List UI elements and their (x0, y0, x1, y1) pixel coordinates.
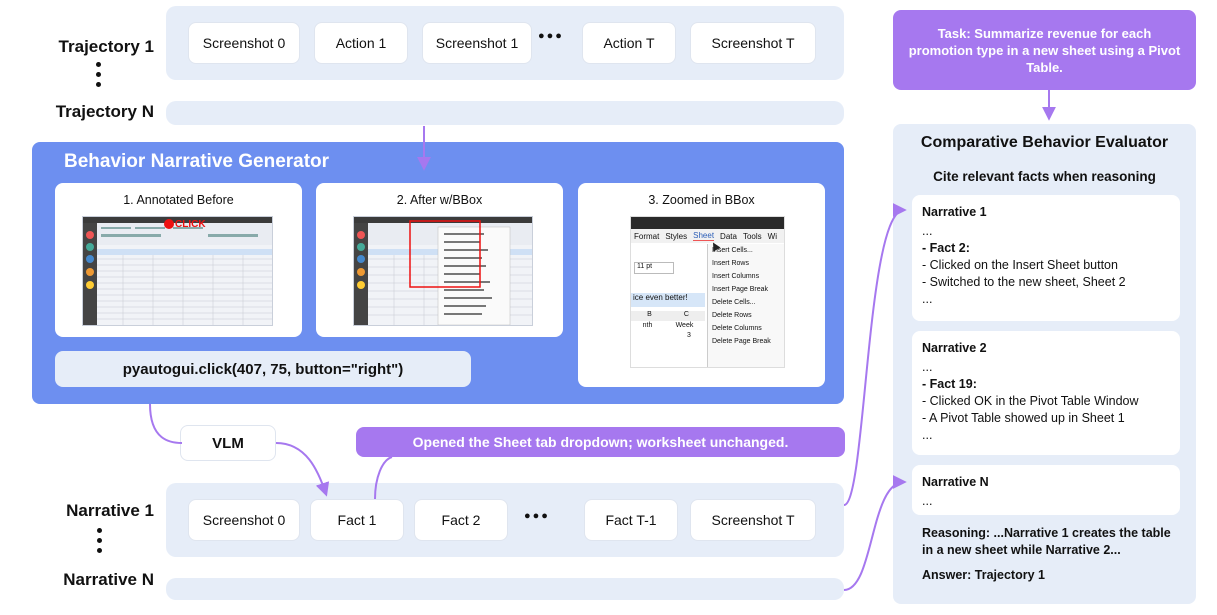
zoomed-bbox-screenshot: Format Styles Sheet Data Tools Wi 11 pt … (630, 216, 785, 368)
evaluator-narrative-2-title: Narrative 2 (922, 341, 987, 355)
trajectory-n-label: Trajectory N (55, 102, 154, 121)
evaluator-narrative-n-line1: ... (922, 494, 933, 508)
annotated-before-screenshot: CLICK (82, 216, 273, 326)
zoom-item-delete-page-break[interactable]: Delete Page Break (712, 338, 771, 345)
narrative-1-label: Narrative 1 (66, 501, 154, 520)
pyautogui-action-code: pyautogui.click(407, 75, button="right") (55, 351, 471, 387)
zoom-font-size-value: 11 pt (637, 263, 653, 270)
task-description: Task: Summarize revenue for each promoti… (893, 10, 1196, 90)
evaluator-narrative-1-line3: - Clicked on the Insert Sheet button (922, 258, 1118, 272)
zoom-menu-format[interactable]: Format (634, 231, 660, 241)
generator-to-vlm-path (149, 403, 183, 444)
evaluator-narrative-2-line4: - A Pivot Table showed up in Sheet 1 (922, 411, 1125, 425)
vlm-label: VLM (180, 425, 276, 461)
zoom-cell-week: Week (675, 322, 694, 329)
zoomed-bbox-card: 3. Zoomed in BBox Format Styles Sheet Da… (578, 183, 825, 387)
trajectory-vertical-dots (96, 62, 102, 92)
trajectory-ellipsis: ●●● (538, 30, 564, 42)
zoom-banner: ice even better! (631, 293, 705, 307)
narrative-fact-2[interactable]: Fact 2 (414, 499, 508, 541)
evaluator-narrative-2-card: Narrative 2 ... - Fact 19: - Clicked OK … (912, 331, 1180, 455)
annotated-before-caption: 1. Annotated Before (123, 193, 234, 207)
evaluator-narrative-1-line1: ... (922, 224, 933, 238)
zoom-menu-window[interactable]: Wi (767, 231, 777, 241)
zoom-menu-data[interactable]: Data (720, 231, 737, 241)
narrative-n-label: Narrative N (63, 570, 154, 589)
after-bbox-caption: 2. After w/BBox (396, 193, 483, 207)
evaluator-narrative-n-title: Narrative N (922, 475, 989, 489)
narrative-screenshot-t[interactable]: Screenshot T (690, 499, 816, 541)
after-bbox-screenshot (353, 216, 533, 326)
zoom-banner-text: ice even better! (633, 293, 688, 302)
zoomed-bbox-caption: 3. Zoomed in BBox (648, 193, 755, 207)
zoom-item-insert-cells[interactable]: Insert Cells... (712, 247, 753, 254)
evaluator-narrative-1-fact: - Fact 2: (922, 241, 970, 255)
trajectory-action-1[interactable]: Action 1 (314, 22, 408, 64)
click-annotation-label: CLICK (175, 219, 206, 230)
generator-title: Behavior Narrative Generator (64, 151, 330, 172)
zoom-item-delete-cells[interactable]: Delete Cells... (712, 299, 756, 306)
narrative-n-band (166, 578, 844, 600)
zoom-font-size-field[interactable]: 11 pt (634, 262, 674, 274)
zoom-menu-styles[interactable]: Styles (665, 231, 688, 241)
evaluator-narrative-1-line4: - Switched to the new sheet, Sheet 2 (922, 275, 1126, 289)
trajectory-screenshot-t[interactable]: Screenshot T (690, 22, 816, 64)
zoom-item-insert-rows[interactable]: Insert Rows (712, 260, 749, 267)
zoom-col-c: C (683, 311, 689, 318)
evaluator-reasoning: Reasoning: ...Narrative 1 creates the ta… (922, 526, 1171, 557)
zoom-menu-tools[interactable]: Tools (742, 231, 762, 241)
evaluator-narrative-2-line3: - Clicked OK in the Pivot Table Window (922, 394, 1139, 408)
zoom-item-delete-columns[interactable]: Delete Columns (712, 325, 762, 332)
annotated-before-card: 1. Annotated Before (55, 183, 302, 337)
narrative-vertical-dots (97, 528, 103, 558)
narrative-fact-1[interactable]: Fact 1 (310, 499, 404, 541)
narrative-fact-t-1[interactable]: Fact T-1 (584, 499, 678, 541)
after-bbox-card: 2. After w/BBox (316, 183, 563, 337)
zoom-item-insert-columns[interactable]: Insert Columns (712, 273, 760, 280)
trajectory-n-band (166, 101, 844, 125)
trajectory-1-label: Trajectory 1 (58, 37, 154, 56)
trajectory-screenshot-1[interactable]: Screenshot 1 (422, 22, 532, 64)
evaluator-answer: Answer: Trajectory 1 (922, 568, 1045, 582)
zoom-menu-sheet[interactable]: Sheet (693, 231, 715, 241)
evaluator-subtitle: Cite relevant facts when reasoning (933, 169, 1156, 184)
narrative-screenshot-0[interactable]: Screenshot 0 (188, 499, 300, 541)
evaluator-narrative-2-line5: ... (922, 428, 933, 442)
evaluator-narrative-1-line5: ... (922, 292, 933, 306)
narrative-ellipsis: ●●● (524, 510, 550, 522)
evaluator-narrative-2-line1: ... (922, 360, 933, 374)
evaluator-narrative-1-card: Narrative 1 ... - Fact 2: - Clicked on t… (912, 195, 1180, 321)
evaluator-title: Comparative Behavior Evaluator (920, 134, 1169, 151)
zoom-cell-month: nth (642, 322, 653, 329)
zoom-item-insert-page-break[interactable]: Insert Page Break (712, 286, 769, 293)
trajectory-screenshot-0[interactable]: Screenshot 0 (188, 22, 300, 64)
evaluator-narrative-1-title: Narrative 1 (922, 205, 987, 219)
evaluator-narrative-2-fact: - Fact 19: (922, 377, 977, 391)
evaluator-narrative-n-card: Narrative N ... (912, 465, 1180, 515)
vlm-fact-output: Opened the Sheet tab dropdown; worksheet… (356, 427, 845, 457)
zoom-col-b: B (647, 311, 652, 318)
zoom-item-delete-rows[interactable]: Delete Rows (712, 312, 752, 319)
zoom-cell-value: 3 (687, 332, 691, 339)
zoom-sheet-dropdown: Insert Cells... Insert Rows Insert Colum… (707, 244, 784, 367)
trajectory-action-t[interactable]: Action T (582, 22, 676, 64)
